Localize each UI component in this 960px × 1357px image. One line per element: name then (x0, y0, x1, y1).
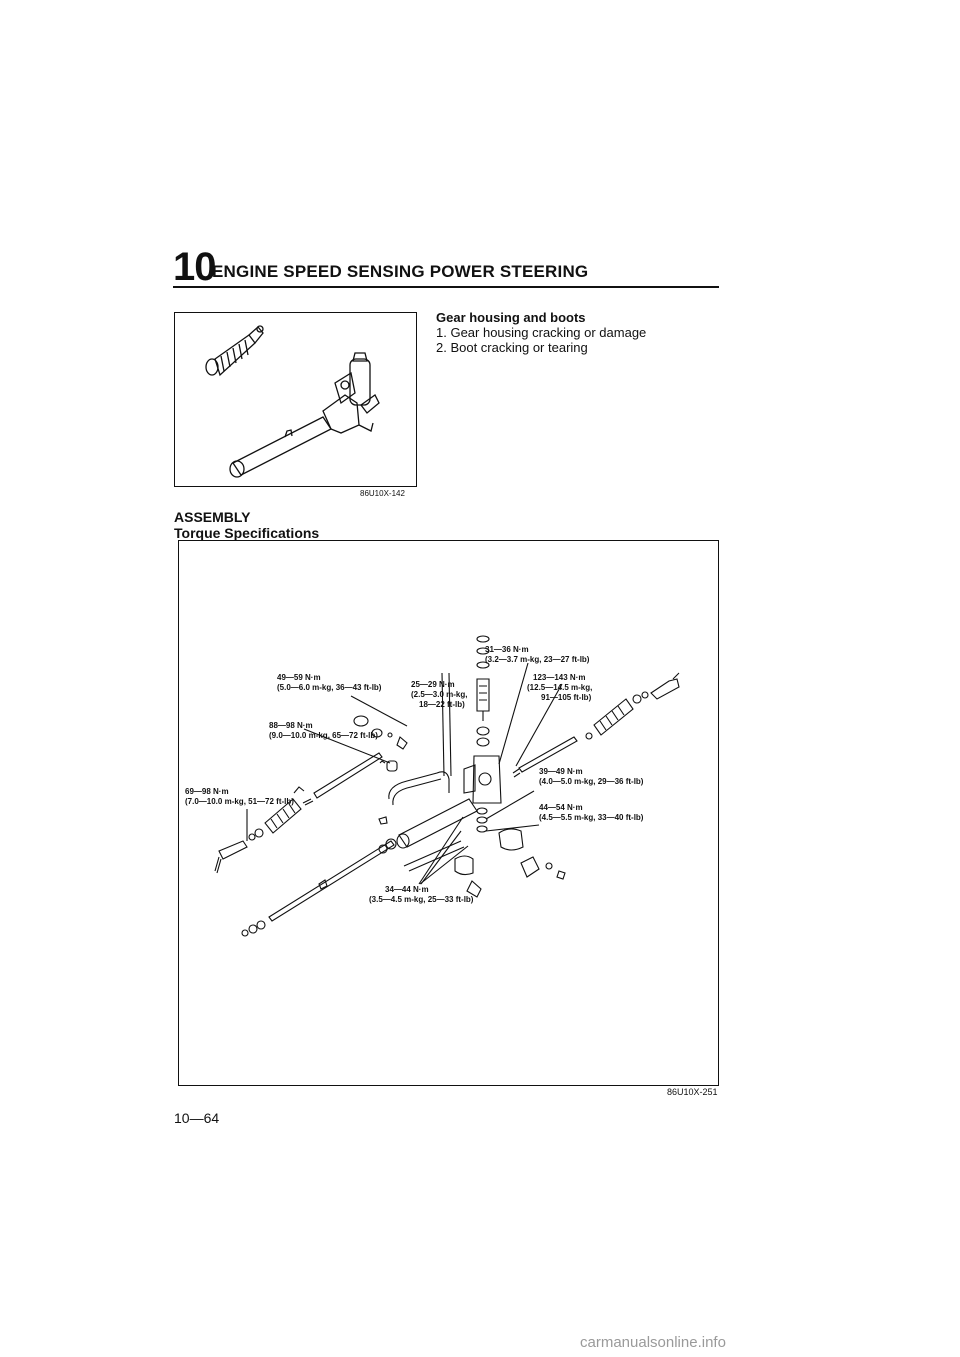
leader-line (485, 824, 540, 832)
page-number: 10—64 (174, 1110, 220, 1126)
leader-line (498, 662, 529, 765)
torque-label: 31—36 N·m (3.2—3.7 m-kg, 23—27 ft-lb) (485, 645, 590, 664)
assembly-heading: ASSEMBLY (174, 509, 251, 525)
torque-label: 44—54 N·m (4.5—5.5 m-kg, 33—40 ft-lb) (539, 803, 644, 822)
watermark: carmanualsonline.info (580, 1334, 726, 1351)
figure-code: 86U10X-142 (360, 489, 405, 498)
figure-code: 86U10X-251 (667, 1087, 718, 1097)
section-title: ENGINE SPEED SENSING POWER STEERING (212, 262, 589, 281)
leader-line (303, 728, 391, 764)
leader-line (419, 845, 469, 885)
inspection-title: Gear housing and boots (436, 310, 586, 325)
inspection-notes: Gear housing and boots 1. Gear housing c… (436, 310, 736, 355)
gear-housing-figure (174, 312, 417, 487)
gear-housing-illustration (205, 325, 380, 478)
torque-label: 49—59 N·m (5.0—6.0 m-kg, 36—43 ft-lb) (277, 673, 382, 692)
inspection-item: 2. Boot cracking or tearing (436, 340, 588, 355)
torque-label: 69—98 N·m (7.0—10.0 m-kg, 51—72 ft-lb) (185, 787, 294, 806)
assembly-exploded-figure: 31—36 N·m (3.2—3.7 m-kg, 23—27 ft-lb) 49… (178, 540, 719, 1086)
exploded-view-illustration (214, 635, 680, 937)
torque-specifications-heading: Torque Specifications (174, 525, 320, 541)
leader-line (418, 816, 464, 885)
section-number: 10 (173, 245, 216, 289)
leader-line (485, 790, 535, 820)
header-divider (173, 286, 719, 288)
torque-label: 25—29 N·m (2.5—3.0 m-kg, 18—22 ft-lb) (411, 680, 468, 709)
leader-line (441, 672, 445, 777)
leader-line (350, 695, 408, 727)
assembly-heading-block: ASSEMBLY Torque Specifications (174, 509, 319, 541)
torque-label: 39—49 N·m (4.0—5.0 m-kg, 29—36 ft-lb) (539, 767, 644, 786)
torque-label: 123—143 N·m (12.5—14.5 m-kg, 91—105 ft-l… (527, 673, 593, 702)
leader-line (515, 683, 563, 767)
leader-line (448, 672, 452, 777)
torque-label: 34—44 N·m (3.5—4.5 m-kg, 25—33 ft-lb) (369, 885, 474, 904)
torque-label: 88—98 N·m (9.0—10.0 m-kg, 65—72 ft-lb) (269, 721, 378, 740)
inspection-item: 1. Gear housing cracking or damage (436, 325, 647, 340)
